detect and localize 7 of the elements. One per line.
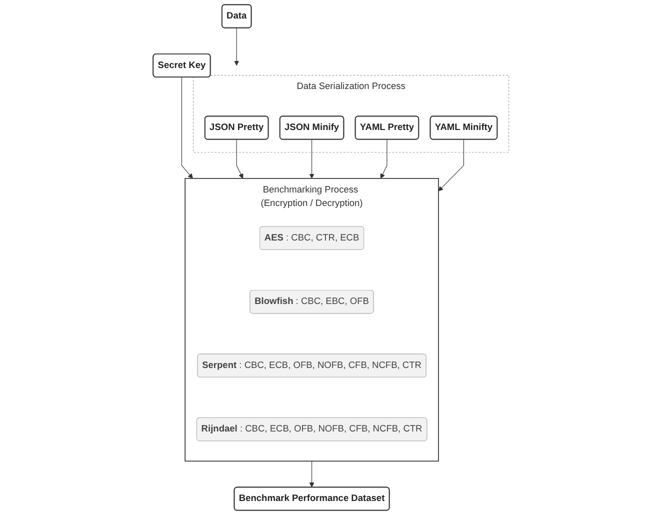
- arrow: [180, 76, 192, 179]
- arrow: [236, 139, 243, 179]
- arrow: [308, 460, 314, 488]
- arrow: [380, 139, 387, 179]
- arrow: [438, 139, 464, 192]
- arrow: [308, 139, 314, 179]
- arrow: [234, 28, 239, 66]
